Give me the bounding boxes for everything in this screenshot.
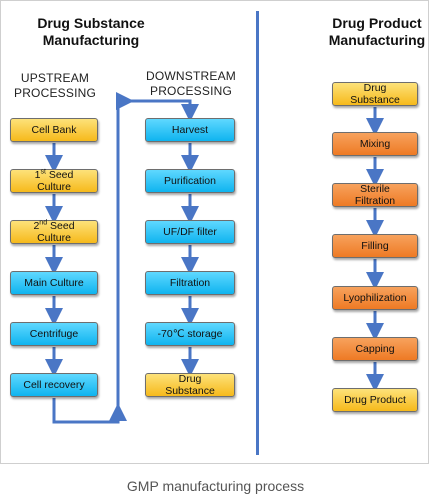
product-step-filling: Filling (332, 234, 418, 258)
upstream-heading: UPSTREAM PROCESSING (13, 71, 96, 100)
flow-arrows (45, 92, 384, 424)
product-step-drug-product: Drug Product (332, 388, 418, 412)
step-label-line: Drug (363, 82, 387, 94)
step-label-line: Cell recovery (23, 379, 85, 391)
product-step-lyophilization: Lyophilization (332, 286, 418, 310)
step-label-line: Mixing (359, 138, 391, 150)
connector-arrow-down (125, 99, 199, 122)
step-label-line: Drug Product (344, 394, 406, 406)
downstream-step-70-storage: -70℃ storage (145, 322, 235, 346)
step-label-line: -70℃ storage (157, 328, 223, 340)
drug-product-heading: Drug Product Manufacturing (328, 15, 426, 48)
downstream-step-purification: Purification (145, 169, 235, 193)
downstream-step-harvest: Harvest (145, 118, 235, 142)
step-label-line: Purification (164, 175, 216, 187)
connector-arrow-right (116, 92, 134, 412)
step-label-line: Centrifuge (29, 328, 79, 340)
step-label-line: 2nd Seed (33, 219, 75, 233)
step-label-line: Culture (37, 181, 71, 193)
step-label-line: Filtration (169, 277, 211, 289)
downstream-step-uf-df-filter: UF/DF filter (145, 220, 235, 244)
product-step-capping: Capping (332, 337, 418, 361)
step-label-line: Sterile (360, 183, 390, 195)
upstream-step-centrifuge: Centrifuge (10, 322, 98, 346)
upstream-step-cell-recovery: Cell recovery (10, 373, 98, 397)
product-step-mixing: Mixing (332, 132, 418, 156)
step-label-line: Harvest (171, 124, 209, 136)
step-label-line: Main Culture (24, 277, 84, 289)
upstream-step-main-culture: Main Culture (10, 271, 98, 295)
downstream-step-filtration: Filtration (145, 271, 235, 295)
step-label-line: UF/DF filter (163, 226, 217, 238)
drug-substance-heading: Drug Substance Manufacturing (37, 15, 145, 48)
section-divider (256, 11, 259, 455)
step-label-line: Lyophilization (343, 292, 407, 304)
upstream-step-cell-bank: Cell Bank (10, 118, 98, 142)
downstream-heading: DOWNSTREAM PROCESSING (146, 69, 236, 98)
connector-arrow-up (52, 398, 127, 424)
step-label-line: Substance (165, 385, 215, 397)
step-label-line: Substance (350, 94, 400, 106)
step-label-line: Culture (37, 232, 71, 244)
step-label-line: Cell Bank (31, 124, 77, 136)
step-label-line: Filtration (354, 195, 396, 207)
figure-caption: GMP manufacturing process (126, 478, 305, 494)
step-label-line: 1st Seed (34, 168, 74, 182)
step-label-line: Drug (178, 373, 202, 385)
step-label-line: Filling (361, 240, 389, 252)
step-label-line: Capping (355, 343, 395, 355)
